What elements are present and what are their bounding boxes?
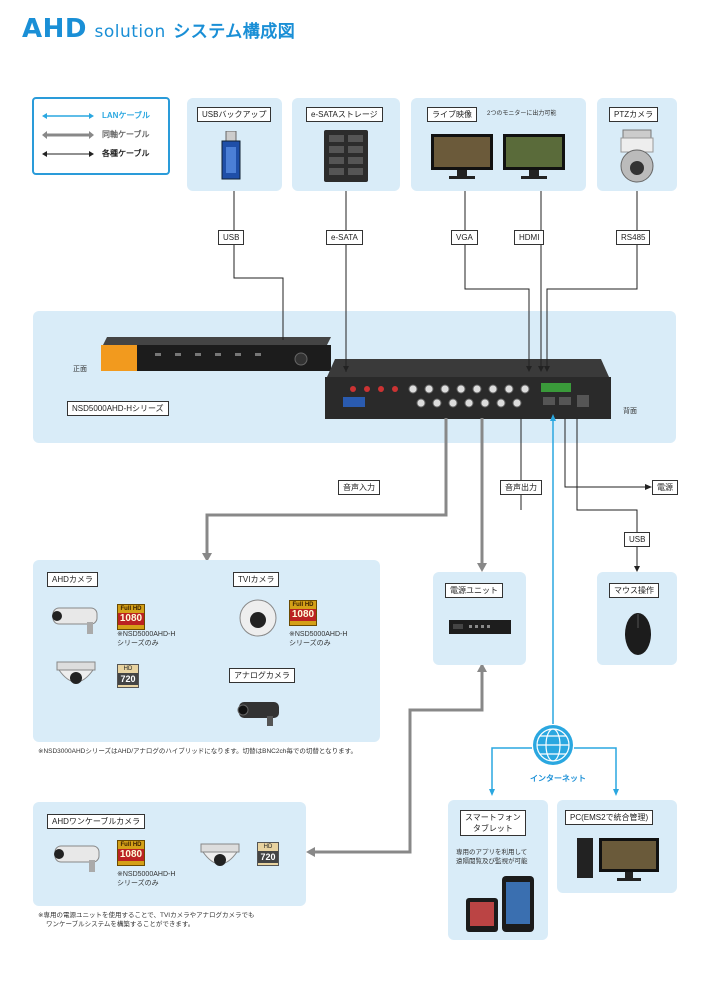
storage-icon — [324, 130, 368, 182]
smartphone-note: 専用のアプリを利用して 遠隔閲覧及び監視が可能 — [456, 849, 528, 865]
esata-connector-label: e-SATA — [326, 230, 363, 245]
onecable-label: AHDワンケーブルカメラ — [47, 814, 146, 829]
audio-out-label: 音声出力 — [500, 480, 542, 495]
back-label: 背面 — [623, 408, 637, 415]
smartphone-label: スマートフォン タブレット — [460, 810, 526, 836]
legend: LANケーブル 同軸ケーブル 各種ケーブル — [32, 97, 170, 175]
power-unit-icon — [449, 620, 511, 634]
page-title: AHD solution システム構成図 — [22, 14, 296, 44]
front-label: 正面 — [73, 366, 87, 373]
dvr-series-label: NSD5000AHD-Hシリーズ — [67, 401, 169, 416]
esata-label: e-SATAストレージ — [306, 107, 383, 122]
pc-label: PC(EMS2で統合管理) — [565, 810, 654, 825]
internet-label: インターネット — [530, 774, 586, 783]
legend-various: 各種ケーブル — [42, 147, 162, 161]
usb-backup-panel: USBバックアップ — [187, 98, 282, 191]
mobile-devices-icon — [466, 876, 534, 932]
dvr-panel: 正面 NSD5000AHD-Hシリーズ 背面 — [33, 311, 676, 443]
vga-connector-label: VGA — [451, 230, 478, 245]
mouse-label: マウス操作 — [609, 583, 659, 598]
mouse-icon — [625, 613, 651, 655]
ahd-only-note: ※NSD5000AHD-H シリーズのみ — [117, 631, 176, 647]
usb-connector-label: USB — [218, 230, 245, 245]
onecable-bullet-icon — [54, 845, 100, 872]
esata-panel: e-SATAストレージ — [292, 98, 400, 191]
bullet-camera-icon — [52, 607, 98, 634]
usb-stick-icon — [221, 131, 241, 180]
ptz-label: PTZカメラ — [609, 107, 659, 122]
dvr-back-icon — [325, 359, 611, 419]
live-video-note: 2つのモニターに出力可能 — [487, 111, 557, 117]
analog-camera-icon — [237, 702, 279, 726]
power-unit-label: 電源ユニット — [445, 583, 503, 598]
ahd-camera-label: AHDカメラ — [47, 572, 98, 587]
ptz-panel: PTZカメラ — [597, 98, 677, 191]
usb-backup-label: USBバックアップ — [197, 107, 272, 122]
onecable-dome-icon — [200, 843, 240, 866]
rs485-connector-label: RS485 — [616, 230, 651, 245]
pc-icon — [577, 838, 659, 881]
power-unit-panel: 電源ユニット — [433, 572, 526, 665]
hdmi-connector-label: HDMI — [514, 230, 545, 245]
tvi-only-note: ※NSD5000AHD-H シリーズのみ — [289, 631, 348, 647]
legend-coax: 同軸ケーブル — [42, 128, 162, 142]
live-video-panel: ライブ映像 2つのモニターに出力可能 — [411, 98, 586, 191]
pc-panel: PC(EMS2で統合管理) — [557, 800, 677, 893]
ptz-camera-icon — [620, 129, 654, 183]
onecable-only-note: ※NSD5000AHD-H シリーズのみ — [117, 871, 176, 887]
cameras-footnote: ※NSD3000AHDシリーズはAHD/アナログのハイブリッドになります。切替は… — [38, 748, 358, 755]
internet-globe-icon — [533, 725, 573, 765]
live-video-label: ライブ映像 — [427, 107, 477, 122]
usb2-connector-label: USB — [624, 532, 651, 547]
analog-camera-label: アナログカメラ — [229, 668, 295, 683]
tvi-camera-label: TVIカメラ — [233, 572, 280, 587]
power-connector-label: 電源 — [652, 480, 678, 495]
mouse-panel: マウス操作 — [597, 572, 677, 665]
legend-lan: LANケーブル — [42, 109, 162, 123]
dome-camera-icon — [56, 661, 96, 684]
audio-in-label: 音声入力 — [338, 480, 380, 495]
dvr-front-icon — [101, 337, 331, 371]
monitors-icon — [431, 134, 565, 179]
onecable-note: ※専用の電源ユニットを使用することで、TVIカメラやアナログカメラでも ワンケー… — [38, 912, 255, 928]
tvi-dome-camera-icon — [239, 599, 277, 637]
smartphone-panel: スマートフォン タブレット 専用のアプリを利用して 遠隔閲覧及び監視が可能 — [448, 800, 548, 940]
